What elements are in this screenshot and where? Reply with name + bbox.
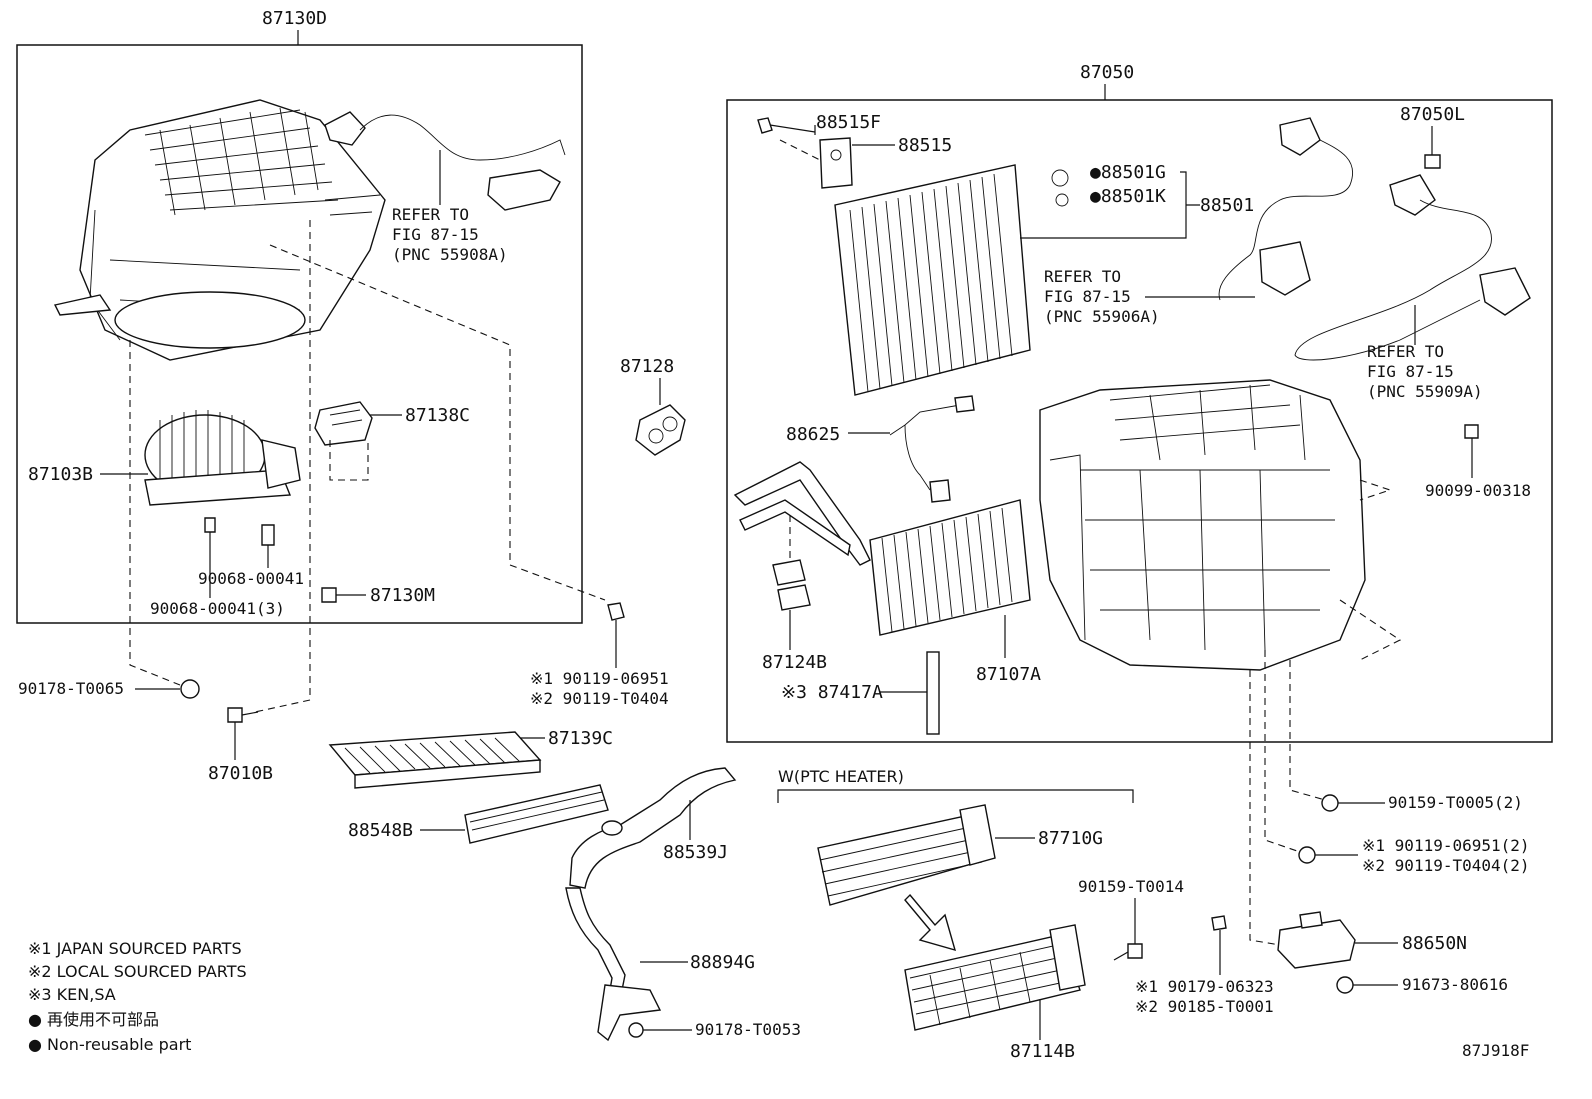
part-88894G[interactable]: 88894G [690,952,755,973]
screw-icon [321,587,366,603]
refer-text-2c: (PNC 55906A) [1044,307,1160,326]
part-90119-06951-2[interactable]: ※1 90119-06951(2) [1362,836,1530,855]
part-90068-00041[interactable]: 90068-00041 [198,569,304,588]
part-90068-00041-3[interactable]: 90068-00041(3) [150,599,285,618]
drain-hose-drawing [565,887,662,1042]
blower-housing-drawing [53,99,386,361]
part-88625[interactable]: 88625 [786,424,840,445]
clip-icon [1321,794,1339,812]
ptc-heater-top-drawing [817,804,996,906]
o-ring-icon [1051,169,1069,187]
part-90179-06323[interactable]: ※1 90179-06323 [1135,977,1274,996]
part-90119-T0404[interactable]: ※2 90119-T0404 [530,689,669,708]
clip-icon [628,1022,644,1038]
screw-icon [1464,424,1479,439]
sensor-drawing [889,395,975,503]
wiring-harness-drawing-3 [1294,174,1531,361]
clip-icon [1211,915,1227,931]
filter-cover-drawing [464,784,609,844]
grommet-drawing [635,404,686,456]
part-87124B[interactable]: 87124B [762,652,827,673]
part-87107A[interactable]: 87107A [976,664,1041,685]
resistor-drawing [314,401,373,446]
clip-icon [180,679,200,699]
evaporator-drawing [834,164,1031,396]
legend-non-reusable-jp: ● 再使用不可部品 [28,1010,159,1029]
screw-icon [204,517,275,568]
expansion-valve-drawing [819,137,853,189]
ptc-heater-bracket [777,789,1134,803]
part-88650N[interactable]: 88650N [1402,933,1467,954]
refer-text-2a: REFER TO [1044,267,1121,286]
part-90178-T0053[interactable]: 90178-T0053 [695,1020,801,1039]
bolt-icon [1298,846,1316,864]
bolt-icon [1127,943,1143,959]
part-88539J[interactable]: 88539J [663,842,728,863]
part-88515F[interactable]: 88515F [816,112,881,133]
group-label-87050[interactable]: 87050 [1080,62,1134,83]
part-87103B[interactable]: 87103B [28,464,93,485]
part-88501G[interactable]: ●88501G [1090,162,1166,183]
refer-text-3b: FIG 87-15 [1367,362,1454,381]
group-label-87130D[interactable]: 87130D [262,8,327,29]
seal-drawing [926,651,940,735]
refer-text-3a: REFER TO [1367,342,1444,361]
part-90178-T0065[interactable]: 90178-T0065 [18,679,124,698]
ptc-heater-bottom-drawing [904,924,1086,1031]
refer-text-1b: FIG 87-15 [392,225,479,244]
radiator-assembly-frame [726,99,1553,743]
legend-ken-sa: ※3 KEN,SA [28,985,116,1004]
bolt-icon [227,707,259,760]
drain-hose-drawing [569,767,737,889]
figure-code: 87J918F [1462,1041,1529,1060]
part-87139C[interactable]: 87139C [548,728,613,749]
refer-text-1a: REFER TO [392,205,469,224]
wiring-harness-drawing-1 [324,111,566,211]
part-87128[interactable]: 87128 [620,356,674,377]
bolt-icon [757,117,816,134]
blower-motor-drawing [144,410,301,506]
part-87417A[interactable]: ※3 87417A [781,682,883,703]
refer-text-1c: (PNC 55908A) [392,245,508,264]
legend-japan-sourced: ※1 JAPAN SOURCED PARTS [28,939,242,958]
part-87050L[interactable]: 87050L [1400,104,1465,125]
clip-drawing [772,515,811,611]
legend-local-sourced: ※2 LOCAL SOURCED PARTS [28,962,247,981]
part-90119-06951[interactable]: ※1 90119-06951 [530,669,669,688]
wiring-harness-drawing-2 [1218,117,1354,301]
part-90159-T0005-2[interactable]: 90159-T0005(2) [1388,793,1523,812]
hvac-case-drawing [1039,379,1366,671]
part-87710G[interactable]: 87710G [1038,828,1103,849]
sensor-drawing [1277,911,1356,969]
part-87138C[interactable]: 87138C [405,405,470,426]
heater-core-drawing [733,461,1031,636]
o-ring-icon [1055,193,1069,207]
part-91673-80616[interactable]: 91673-80616 [1402,975,1508,994]
part-88501[interactable]: 88501 [1200,195,1254,216]
part-87010B[interactable]: 87010B [208,763,273,784]
part-88515[interactable]: 88515 [898,135,952,156]
refer-text-3c: (PNC 55909A) [1367,382,1483,401]
screw-icon [1424,154,1441,169]
part-87114B[interactable]: 87114B [1010,1041,1075,1062]
part-88548B[interactable]: 88548B [348,820,413,841]
legend-non-reusable-en: ● Non-reusable part [28,1035,191,1054]
part-90185-T0001[interactable]: ※2 90185-T0001 [1135,997,1274,1016]
refer-text-2b: FIG 87-15 [1044,287,1131,306]
arrow-icon [904,893,957,952]
part-90159-T0014[interactable]: 90159-T0014 [1078,877,1184,896]
part-90119-T0404-2[interactable]: ※2 90119-T0404(2) [1362,856,1530,875]
part-88501K[interactable]: ●88501K [1090,186,1166,207]
air-filter-drawing [328,731,542,789]
part-90099-00318[interactable]: 90099-00318 [1425,481,1531,500]
part-87130M[interactable]: 87130M [370,585,435,606]
blower-assembly-frame [16,44,583,624]
screw-icon [1336,976,1354,994]
ptc-heater-label: W(PTC HEATER) [778,767,904,786]
bolt-icon [607,602,625,668]
